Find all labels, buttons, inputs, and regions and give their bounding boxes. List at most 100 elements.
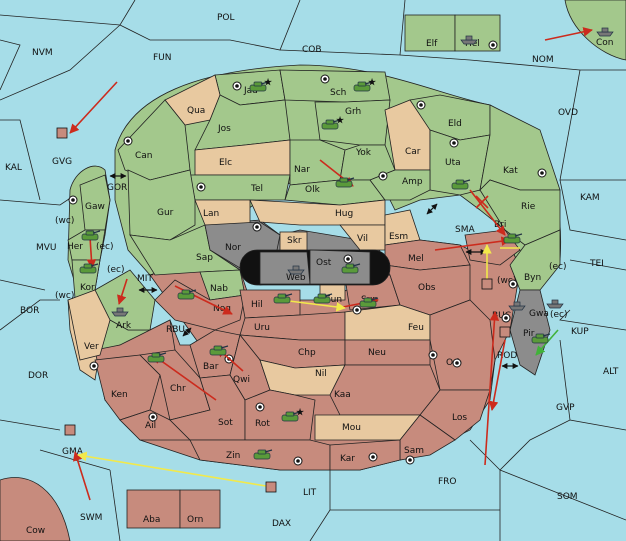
label-feu: Feu <box>408 323 424 333</box>
supply-center-dot-icon <box>232 81 242 91</box>
supply-center-dot-icon <box>89 361 99 371</box>
label-pol: POL <box>217 13 235 23</box>
label-hug: Hug <box>335 209 353 219</box>
supply-center-dot-icon <box>537 168 547 178</box>
province-aba[interactable] <box>126 489 181 529</box>
label-ver: Ver <box>84 342 99 352</box>
tank-icon[interactable] <box>209 345 229 356</box>
star-icon: ★ <box>296 408 304 418</box>
label-aba: Aba <box>143 515 160 525</box>
province-ost[interactable] <box>309 249 371 285</box>
tank-icon[interactable]: ★ <box>353 78 376 92</box>
tank-icon[interactable] <box>335 177 355 188</box>
province-rie[interactable] <box>479 179 561 246</box>
tank-icon[interactable] <box>313 293 333 304</box>
move-order-arrow <box>488 339 506 411</box>
label-dor: DOR <box>28 371 48 381</box>
label-qwi: Qwi <box>233 375 250 385</box>
label-gur: Gur <box>157 208 174 218</box>
supply-center-dot-icon <box>368 452 378 462</box>
label-mou: Mou <box>342 423 361 433</box>
supply-center-dot-icon <box>449 138 459 148</box>
tank-icon[interactable] <box>253 449 273 460</box>
sea-labels: POL NVM FUN COB NOM OVD KAL KAM MVU TEI … <box>5 13 619 529</box>
label-elf: Elf <box>426 39 438 49</box>
label-vil: Vil <box>357 234 368 244</box>
ship-icon[interactable] <box>596 27 614 37</box>
province-rot[interactable] <box>244 389 316 441</box>
label-can: Can <box>135 151 153 161</box>
label-eld: Eld <box>448 119 462 129</box>
province-mel[interactable] <box>384 239 471 271</box>
supply-center-dot-icon <box>452 358 462 368</box>
label-tel: Tel <box>250 184 263 194</box>
label-fun: FUN <box>153 53 172 63</box>
label-amp: Amp <box>402 177 423 187</box>
supply-center-dot-icon <box>343 254 353 264</box>
ship-icon[interactable] <box>460 35 478 45</box>
tank-icon[interactable] <box>273 293 293 304</box>
supply-center-dot-icon <box>320 74 330 84</box>
province-gaw[interactable] <box>79 174 111 231</box>
tank-icon[interactable] <box>359 297 379 308</box>
tank-icon[interactable] <box>177 289 197 300</box>
province-sap[interactable] <box>129 224 242 276</box>
ship-icon[interactable] <box>111 307 129 317</box>
label-mit: MIT <box>137 274 153 284</box>
label-skr: Skr <box>287 236 302 246</box>
province-nog[interactable] <box>154 279 246 331</box>
home-center-icon <box>56 127 68 139</box>
supply-center-dot-icon <box>123 136 133 146</box>
ship-icon[interactable] <box>546 299 564 309</box>
units: ★ ★ ★ ★ <box>56 27 614 493</box>
supply-center-dot-icon <box>252 222 262 232</box>
label-bar: Bar <box>203 362 219 372</box>
province-ver[interactable] <box>67 289 111 361</box>
supply-center-dot-icon <box>501 313 511 323</box>
province-olk[interactable] <box>284 179 386 206</box>
support-order-arrow <box>77 451 273 488</box>
label-mel: Mel <box>408 254 424 264</box>
tank-icon[interactable]: ★ <box>249 78 272 92</box>
label-gwa: Gwa <box>529 309 549 319</box>
supply-center-dot-icon <box>196 182 206 192</box>
label-coast-ec-3: (ec) <box>549 262 567 272</box>
province-gur[interactable] <box>127 169 196 241</box>
double-arrow-icon <box>426 203 438 215</box>
label-esm: Esm <box>389 232 408 242</box>
province-nar[interactable] <box>289 139 346 186</box>
supply-center-dot-icon <box>428 350 438 360</box>
tank-icon[interactable]: ★ <box>321 116 344 130</box>
label-bor: BOR <box>20 306 39 316</box>
label-obs: Obs <box>418 283 436 293</box>
label-rie: Rie <box>521 202 536 212</box>
move-order-arrow <box>69 81 118 134</box>
tank-icon[interactable] <box>341 263 361 274</box>
label-cow: Cow <box>26 526 45 536</box>
tank-icon[interactable]: ★ <box>281 408 304 422</box>
label-sma: SMA <box>455 225 475 235</box>
support-order-arrow <box>280 299 346 312</box>
tank-icon[interactable] <box>81 230 101 241</box>
province-orn[interactable] <box>179 489 221 529</box>
move-order-arrow <box>484 311 500 466</box>
province-kar[interactable] <box>329 439 401 471</box>
tank-icon[interactable] <box>147 352 167 363</box>
tank-icon[interactable] <box>79 263 99 274</box>
label-gvg: GVG <box>52 157 72 167</box>
supply-center-dot-icon <box>68 195 78 205</box>
ship-icon[interactable] <box>508 301 526 311</box>
label-kal: KAL <box>5 163 22 173</box>
label-yok: Yok <box>355 148 372 158</box>
tank-icon[interactable] <box>503 233 523 244</box>
province-hug[interactable] <box>249 199 386 226</box>
label-chp: Chp <box>298 348 316 358</box>
province-orl[interactable] <box>429 299 496 391</box>
ship-icon[interactable] <box>287 265 305 275</box>
label-kor: Kor <box>80 283 95 293</box>
label-lit: LIT <box>303 488 317 498</box>
tank-icon[interactable] <box>531 333 551 344</box>
label-ail: Ail <box>145 421 156 431</box>
tank-icon[interactable] <box>451 179 471 190</box>
province-neu[interactable] <box>344 339 431 366</box>
